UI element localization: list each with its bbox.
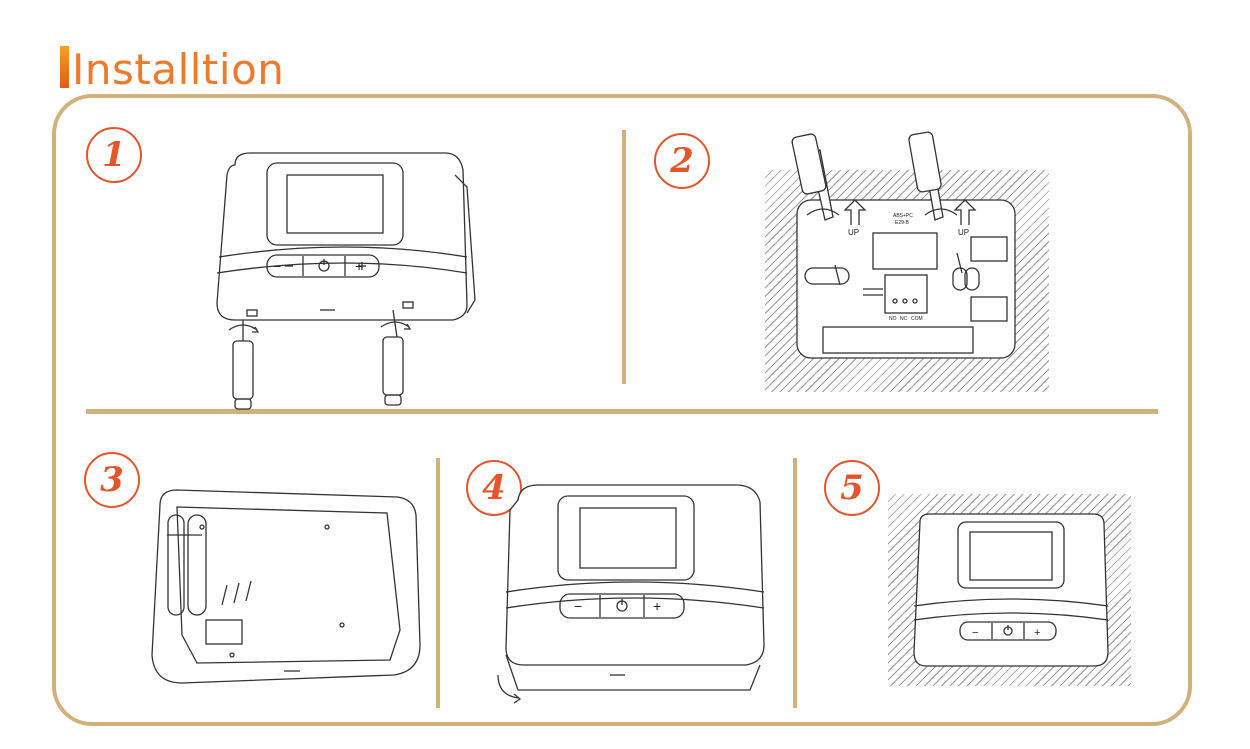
plus-button-label-step4: + <box>653 598 661 614</box>
up-label-right: UP <box>958 228 969 237</box>
divider-bottom-left <box>436 458 440 708</box>
row-divider <box>86 409 1158 414</box>
plus-button-label-step5: + <box>1034 627 1040 639</box>
instruction-frame <box>52 94 1192 726</box>
step-5-number: 5 <box>824 460 880 516</box>
step-2-number: 2 <box>654 133 710 189</box>
step-2-illustration: UP UP ABS+PC E29-B NO NC COM <box>765 125 1049 375</box>
model-label-line2: E29-B <box>895 220 910 226</box>
terminal-no-label: NO <box>889 316 897 322</box>
plus-button-label: + <box>355 258 363 274</box>
step-4-illustration: − + <box>488 480 778 705</box>
step-3-illustration <box>142 475 427 695</box>
title-accent-bar <box>60 46 69 88</box>
terminal-com-label: COM <box>911 316 923 322</box>
terminal-nc-label: NC <box>900 316 908 322</box>
minus-button-label-step4: − <box>574 598 582 614</box>
divider-top <box>622 130 626 384</box>
up-label-left: UP <box>848 228 859 237</box>
minus-button-label: − <box>273 258 281 274</box>
step-4-number: 4 <box>466 460 522 516</box>
divider-bottom-right <box>793 458 797 708</box>
step-3-number: 3 <box>84 452 140 508</box>
step-1-illustration: − + <box>205 145 485 415</box>
step-1-number: 1 <box>86 127 142 183</box>
minus-button-label-step5: − <box>972 627 978 639</box>
model-label-line1: ABS+PC <box>893 213 913 219</box>
page-title: Installtion <box>60 36 284 96</box>
title-text: Installtion <box>72 45 285 94</box>
step-5-illustration: − + <box>908 512 1113 672</box>
